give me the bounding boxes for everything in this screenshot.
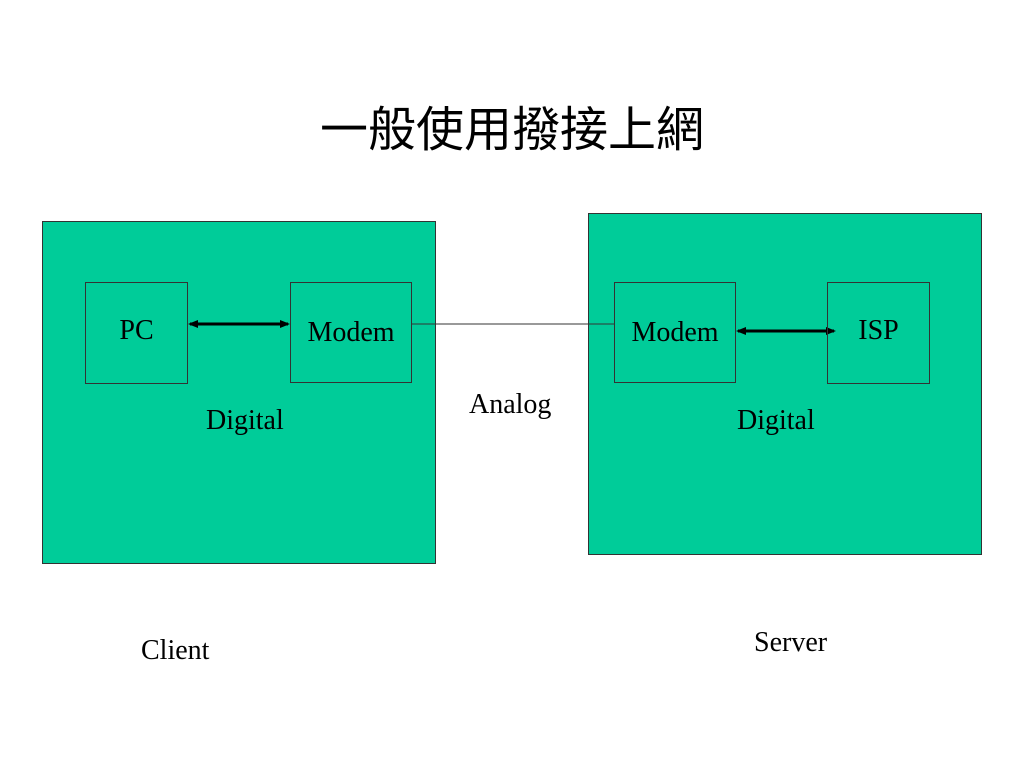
client-modem-box: Modem xyxy=(290,282,412,383)
client-modem-label: Modem xyxy=(307,317,395,348)
pc-label: PC xyxy=(119,315,154,346)
server-label: Server xyxy=(754,627,828,658)
client-label: Client xyxy=(141,635,210,666)
server-digital-label: Digital xyxy=(737,405,815,436)
server-modem-box: Modem xyxy=(614,282,736,383)
server-modem-label: Modem xyxy=(631,317,719,348)
analog-label: Analog xyxy=(469,389,552,420)
page-title: 一般使用撥接上網 xyxy=(319,102,704,158)
pc-box: PC xyxy=(85,282,188,384)
isp-label: ISP xyxy=(858,315,899,346)
client-digital-label: Digital xyxy=(206,405,284,436)
server-panel xyxy=(588,213,982,555)
client-panel xyxy=(42,221,436,564)
isp-box: ISP xyxy=(827,282,930,384)
